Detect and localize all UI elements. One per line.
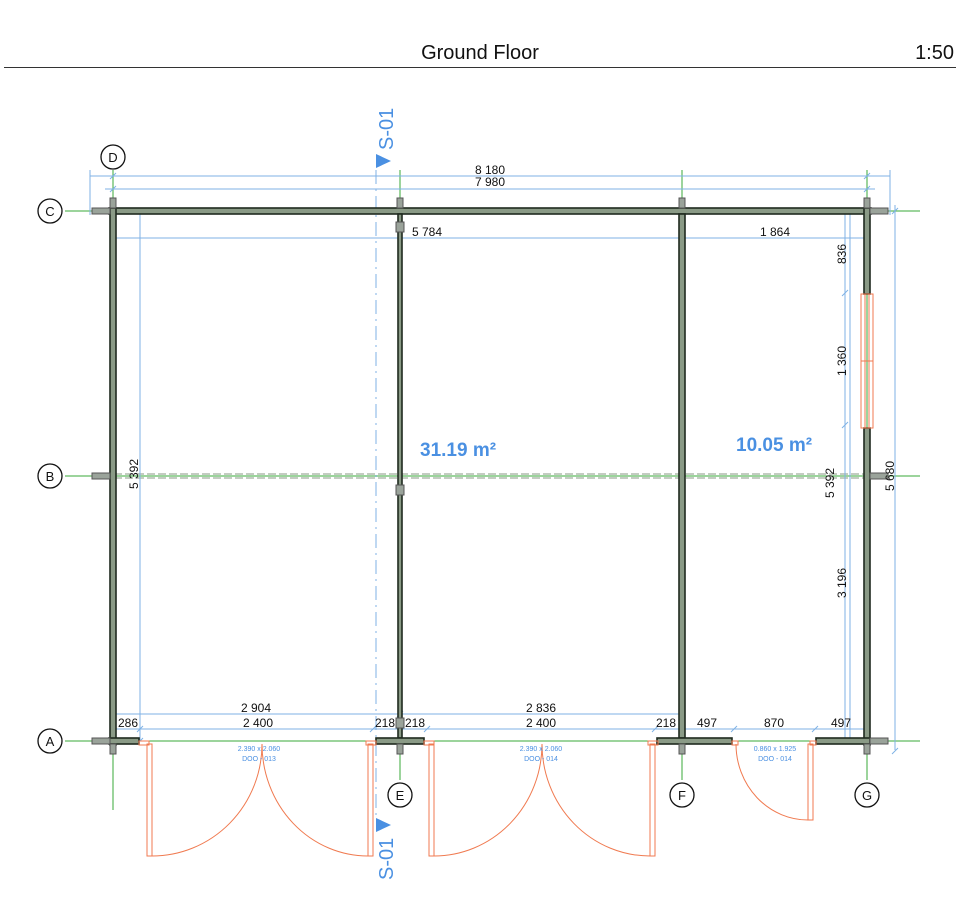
dim-offset-left: 286 — [118, 716, 138, 730]
beam-line-b — [92, 473, 888, 479]
door-tags: 2.390 x 2.060 DOO - 013 2.390 x 2.060 DO… — [238, 746, 797, 763]
dim-overall-inner: 7 980 — [475, 175, 505, 189]
grid-marker-b — [37, 463, 63, 489]
dimension-labels: 8 180 7 980 5 784 1 864 5 392 836 1 360 … — [118, 163, 897, 730]
grid-marker-d — [100, 144, 126, 170]
dim-bottom-span-left: 2 904 — [241, 701, 271, 715]
door-2-size: 2.390 x 2.060 — [520, 746, 563, 753]
grid-label-b: B — [46, 469, 55, 484]
dim-right-room-inner: 1 864 — [760, 225, 790, 239]
dim-left-wall-height: 5 392 — [127, 459, 141, 489]
wall-right-upper — [863, 207, 871, 295]
grid-marker-g — [854, 782, 880, 808]
wall-stubs — [91, 197, 889, 755]
window-right — [860, 293, 874, 429]
grid-markers — [37, 144, 880, 808]
dim-pier-left-1: 218 — [375, 716, 395, 730]
grid-label-e: E — [396, 788, 405, 803]
dim-right-outer-height: 5 680 — [883, 461, 897, 491]
drawing-title: Ground Floor — [421, 42, 539, 64]
dim-bottom-span-mid: 2 836 — [526, 701, 556, 715]
grid-marker-c — [37, 198, 63, 224]
grid-label-f: F — [678, 788, 686, 803]
wall-left — [109, 207, 117, 746]
dim-door-right-opening: 870 — [764, 716, 784, 730]
wall-right-lower — [863, 427, 871, 746]
area-label-left-room: 31.19 m² — [420, 440, 496, 461]
wall-partition-f — [678, 213, 686, 739]
wall-bottom-2 — [375, 737, 425, 745]
dim-pier-left-2: 218 — [405, 716, 425, 730]
grid-marker-labels: D C B A E F G — [45, 150, 872, 803]
title-rule — [4, 67, 956, 68]
grid-marker-a — [37, 728, 63, 754]
wall-bottom-1 — [108, 737, 140, 745]
door-1 — [138, 740, 377, 857]
dim-pier-right: 218 — [656, 716, 676, 730]
door-1-id: DOO - 013 — [242, 756, 276, 763]
grid-label-c: C — [45, 204, 54, 219]
door-3-id: DOO - 014 — [758, 756, 792, 763]
doors — [138, 740, 817, 857]
grid-label-d: D — [108, 150, 117, 165]
dim-left-room-inner: 5 784 — [412, 225, 442, 239]
dim-right-inner-height: 5 392 — [823, 468, 837, 498]
dim-window-height: 1 360 — [835, 346, 849, 376]
dim-door-left-opening: 2 400 — [243, 716, 273, 730]
grid-marker-e — [387, 782, 413, 808]
dim-overall-outer: 8 180 — [475, 163, 505, 177]
grid-label-g: G — [862, 788, 872, 803]
door-3-size: 0.860 x 1.925 — [754, 746, 797, 753]
grid-marker-f — [669, 782, 695, 808]
drawing-scale: 1:50 — [915, 42, 954, 64]
wall-partition-e — [397, 213, 403, 739]
door-3 — [731, 740, 817, 821]
door-2-id: DOO - 014 — [524, 756, 558, 763]
dim-window-top-offset: 836 — [835, 244, 849, 264]
dim-window-bottom-offset: 3 196 — [835, 568, 849, 598]
section-line: S-01 S-01 — [375, 108, 398, 880]
dimension-lines — [89, 170, 899, 755]
section-arrow-bottom-icon — [376, 818, 391, 832]
door-2 — [423, 740, 659, 857]
wall-bottom-4 — [815, 737, 871, 745]
section-label-bottom: S-01 — [376, 838, 398, 880]
dim-door-right-left-offset: 497 — [697, 716, 717, 730]
dim-door-mid-opening: 2 400 — [526, 716, 556, 730]
wall-top — [108, 207, 872, 215]
section-arrow-top-icon — [376, 154, 391, 168]
area-label-right-room: 10.05 m² — [736, 435, 812, 456]
door-1-size: 2.390 x 2.060 — [238, 746, 281, 753]
grid-label-a: A — [46, 734, 55, 749]
title-bar: Ground Floor 1:50 — [0, 0, 960, 68]
section-label-top: S-01 — [376, 108, 398, 150]
dim-door-right-right-offset: 497 — [831, 716, 851, 730]
wall-bottom-3 — [656, 737, 733, 745]
